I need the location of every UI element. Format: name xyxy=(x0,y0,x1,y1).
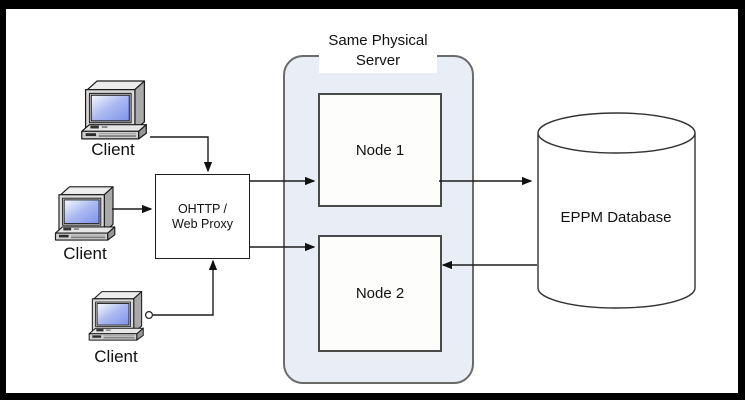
node-2-label: Node 2 xyxy=(355,285,405,302)
client-1-label: Client xyxy=(91,140,135,159)
arrow-client1-to-proxy xyxy=(150,136,213,173)
client-2-label: Client xyxy=(63,244,107,263)
node-1-label: Node 1 xyxy=(355,141,405,159)
database-label: EPPM Database xyxy=(560,209,672,226)
client-3-label: Client xyxy=(94,347,138,366)
server-group-label: Same Physical Server xyxy=(319,30,437,73)
node-2-box: Node 2 xyxy=(318,235,442,352)
database-cylinder-icon xyxy=(537,112,696,309)
client-3-computer-icon xyxy=(88,291,144,341)
node-1-box: Node 1 xyxy=(318,93,442,207)
web-proxy-box: OHTTP / Web Proxy xyxy=(155,174,250,259)
web-proxy-label: OHTTP / Web Proxy xyxy=(172,201,233,231)
client-2-computer-icon xyxy=(54,186,116,241)
arrow-client3-to-proxy xyxy=(153,259,218,316)
client-1-computer-icon xyxy=(81,80,147,140)
